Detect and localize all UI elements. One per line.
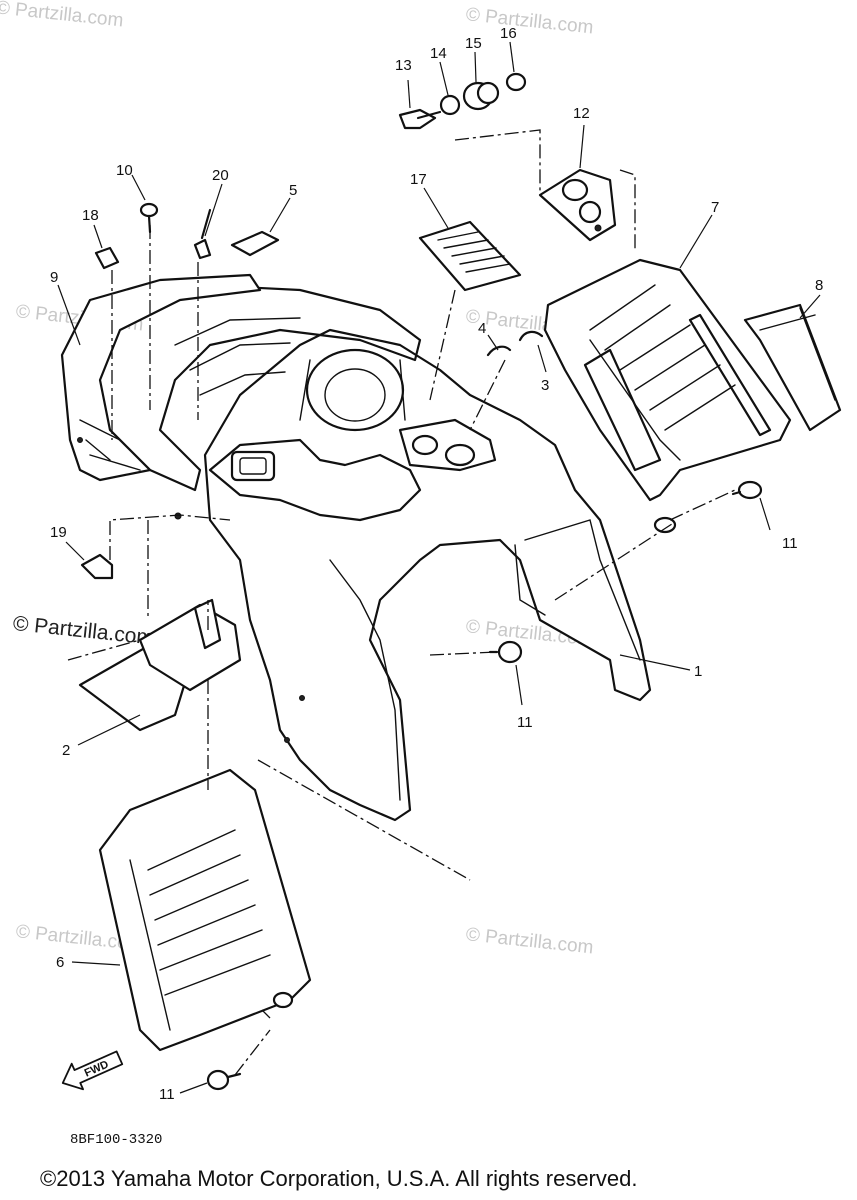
bolt (139, 202, 159, 234)
watermark: © Partzilla.com (0, 0, 124, 32)
callout-13: 13 (395, 57, 412, 74)
callout-3: 3 (541, 377, 549, 394)
bolt-11 (488, 640, 523, 664)
callout-11: 11 (782, 535, 798, 552)
leader-lines (57, 41, 821, 1094)
callout-9: 9 (50, 269, 58, 286)
assembly-lines (67, 129, 736, 1076)
watermark-prominent: © Partzilla.com (12, 612, 155, 650)
hose-3 (518, 330, 544, 342)
callout-6: 6 (56, 954, 64, 971)
watermark: © Partzilla.com (465, 4, 595, 38)
callout-14: 14 (430, 45, 447, 62)
left-louver-panel (98, 768, 312, 1052)
callout-20: 20 (212, 167, 229, 184)
hardware-stack (398, 72, 527, 130)
callout-12: 12 (573, 105, 590, 122)
callout-11: 11 (517, 714, 533, 731)
diagram-code: 8BF100-3320 (70, 1132, 162, 1148)
foam-pad (743, 303, 842, 432)
callout-2: 2 (62, 742, 70, 759)
bolt-11 (731, 480, 763, 500)
callouts: 1 2 3 4 5 6 7 8 9 10 11 11 11 11 12 13 1… (50, 25, 823, 1103)
callout-11: 11 (159, 1086, 175, 1103)
callout-18: 18 (82, 207, 99, 224)
copyright-notice: ©2013 Yamaha Motor Corporation, U.S.A. A… (40, 1166, 637, 1191)
callout-8: 8 (815, 277, 823, 294)
bolt-11 (206, 1069, 242, 1091)
callout-1: 1 (694, 663, 702, 680)
clip (193, 208, 212, 260)
callout-16: 16 (500, 25, 517, 42)
callout-10: 10 (116, 162, 133, 179)
caution-label (418, 220, 522, 292)
callout-5: 5 (289, 182, 297, 199)
right-louver-panel (543, 258, 792, 534)
callout-15: 15 (465, 35, 482, 52)
grommet (94, 246, 120, 270)
hose-4 (486, 345, 512, 357)
lid (78, 598, 242, 732)
mount-bracket (538, 168, 617, 242)
small-cover (230, 230, 280, 257)
callout-17: 17 (410, 171, 427, 188)
front-cover-body (78, 283, 652, 822)
callout-4: 4 (478, 320, 486, 337)
watermark: © Partzilla.com (465, 924, 595, 958)
callout-19: 19 (50, 524, 67, 541)
clamp (80, 553, 114, 580)
callout-7: 7 (711, 199, 719, 216)
forward-direction-arrow: FWD (61, 1050, 124, 1091)
